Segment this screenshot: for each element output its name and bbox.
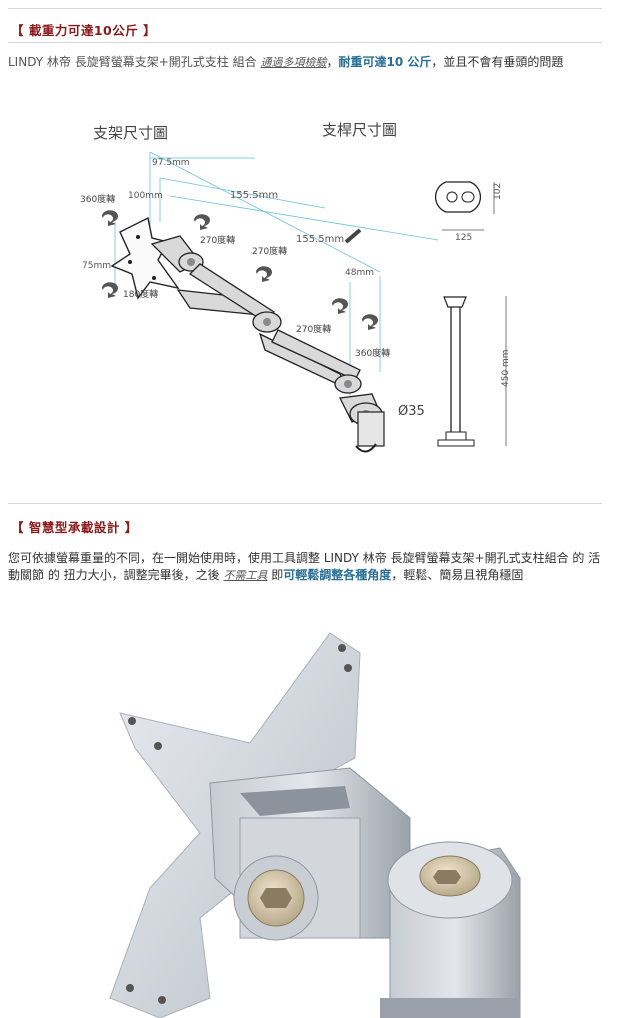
smart-text-mid: 即 [267,568,284,582]
rotate-270-label-b: 270度轉 [252,245,287,257]
dim-450: 450 mm [501,349,511,387]
section-title-smart: 【 智慧型承載設計 】 [11,520,138,535]
smart-text-b: ，輕鬆、簡易且視角穩固 [391,568,524,582]
load-description: LINDY 林帝 長旋臂螢幕支架+開孔式支柱 組合 通過多項檢驗，耐重可達10 … [8,54,604,71]
pole-side-view [437,296,507,447]
pole-top-view [434,181,495,231]
rotate-icon [102,210,118,226]
dim-155-5-b: 155.5mm [296,234,344,245]
rotate-360-label: 360度轉 [80,193,115,205]
pole-size-title: 支桿尺寸圖 [322,121,397,139]
dim-155-5-a: 155.5mm [230,190,278,201]
rotate-icon [194,214,210,230]
inspection-link[interactable]: 通過多項檢驗 [260,56,327,69]
section-divider [8,503,602,504]
tilt-joint-photo [209,767,411,941]
rotate-180-label: 180度轉 [123,288,158,300]
dim-48: 48mm [345,268,374,278]
section-title-load: 【 載重力可達10公斤 】 [11,23,157,38]
pole-sleeve-arrow [344,228,362,244]
rotation-arrows [102,210,378,330]
joint-closeup-photo [109,632,521,1018]
rotate-360-label-b: 360度轉 [355,347,390,359]
no-tool-link[interactable]: 不需工具 [223,569,268,582]
rotate-icon [256,266,272,282]
desc-sep: ， [326,55,339,69]
rotate-icon [362,314,378,330]
smart-description: 您可依據螢幕重量的不同，在一開始使用時，使用工具調整 LINDY 林帝 長旋臂螢… [8,550,604,584]
desc-text-b: ，並且不會有垂頭的問題 [431,55,564,69]
pole-diameter: Ø35 [398,404,425,419]
rotate-icon [102,282,118,298]
title-divider [8,42,602,43]
dimension-diagram: 支架尺寸圖 支桿尺寸圖 97.5mm 100mm 155.5mm 155.5mm… [80,121,511,453]
load-emphasis: 耐重可達10 公斤 [338,55,432,69]
dim-125: 125 [455,233,472,243]
dim-102: 102 [493,183,503,200]
bracket-size-title: 支架尺寸圖 [93,124,168,142]
smart-text-a: 您可依據螢幕重量的不同，在一開始使用時，使用工具調整 LINDY 林帝 長旋臂螢… [8,551,601,582]
top-divider [8,8,602,9]
arm-body [150,235,383,426]
dimension-lines [114,151,439,402]
rotate-270-label-a: 270度轉 [200,234,235,246]
dim-100: 100mm [128,191,163,201]
rotate-icon [332,298,348,314]
dim-75: 75mm [82,261,111,271]
smart-emphasis: 可輕鬆調整各種角度 [283,568,392,582]
rotate-270-label-c: 270度轉 [296,323,331,335]
dim-97-5: 97.5mm [152,158,190,168]
desc-text-a: LINDY 林帝 長旋臂螢幕支架+開孔式支柱 組合 [8,55,257,69]
swivel-joint-photo [380,841,521,1018]
clamp-base [355,411,385,453]
